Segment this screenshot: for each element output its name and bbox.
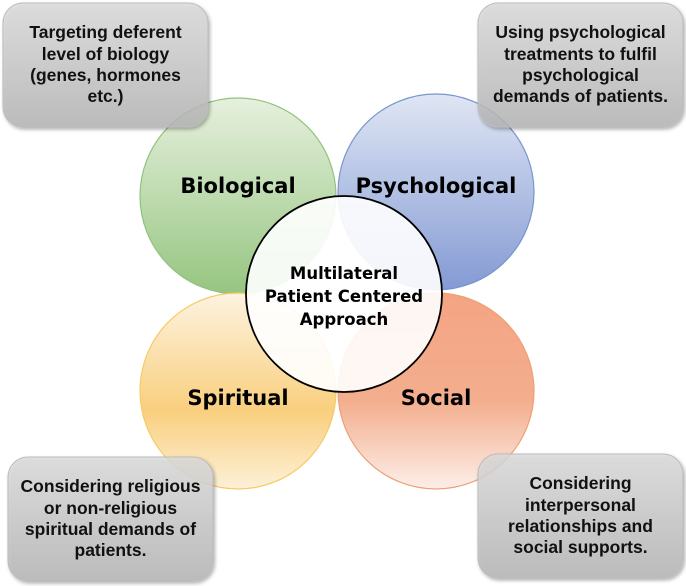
box-psychological-note <box>477 2 684 128</box>
note-psychological: Using psychological treatments to fulfil… <box>478 3 683 127</box>
label-biological: Biological <box>180 174 296 198</box>
box-biological-note <box>2 2 209 128</box>
note-line: Considering <box>529 473 632 494</box>
center-line-2: Patient Centered <box>264 287 424 306</box>
note-biological: Targeting deferent level of biology (gen… <box>3 3 208 127</box>
note-line: social supports. <box>513 537 648 558</box>
center-line-1: Multilateral <box>289 264 399 283</box>
center-line-3: Approach <box>299 310 389 329</box>
center-circle <box>245 195 443 393</box>
box-spiritual-note <box>7 456 214 582</box>
box-social-note <box>477 453 684 579</box>
note-line: Targeting deferent <box>29 22 182 43</box>
note-line: treatments to fulfil <box>504 43 657 64</box>
label-psychological: Psychological <box>355 174 517 198</box>
note-line: level of biology <box>41 43 170 64</box>
label-social: Social <box>400 386 472 410</box>
label-spiritual: Spiritual <box>187 386 289 410</box>
note-line: (genes, hormones <box>30 65 181 85</box>
center-title: Multilateral Patient Centered Approach <box>246 262 442 331</box>
note-line: psychological <box>522 65 639 85</box>
note-social: Considering interpersonal relationships … <box>478 454 683 578</box>
note-line: patients. <box>74 540 147 561</box>
note-line: Using psychological <box>495 22 666 43</box>
note-line: Considering religious <box>20 476 201 497</box>
note-line: etc.) <box>87 86 124 107</box>
note-spiritual: Considering religious or non-religious s… <box>8 457 213 581</box>
note-line: demands of patients. <box>492 86 669 107</box>
note-line: interpersonal <box>525 494 636 515</box>
note-line: spiritual demands of <box>24 519 197 539</box>
note-line: relationships and <box>508 516 653 536</box>
note-line: or non-religious <box>43 497 178 518</box>
